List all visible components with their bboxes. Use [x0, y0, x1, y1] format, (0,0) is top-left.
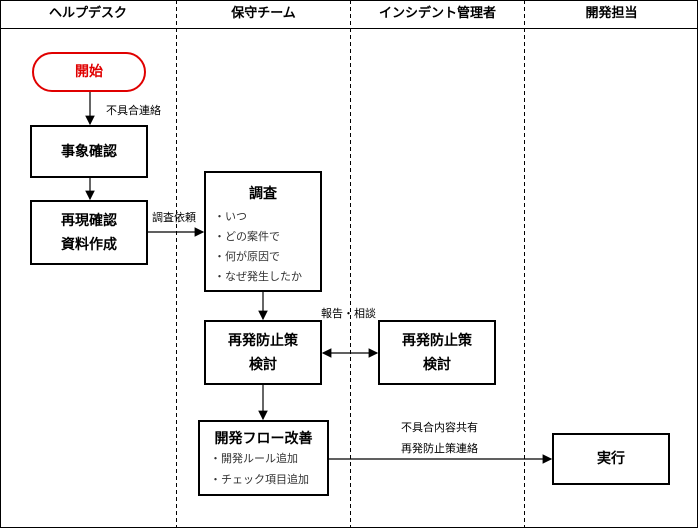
start-node: 開始 — [32, 52, 146, 92]
improve-item: ・チェック項目追加 — [210, 473, 309, 486]
investigate-item: ・なぜ発生したか — [214, 270, 302, 283]
event-check-label: 事象確認 — [61, 143, 117, 160]
improve-item: ・開発ルール追加 — [210, 452, 298, 465]
label-investigation-request: 調査依頼 — [152, 211, 196, 224]
lane-header-maintenance-team: 保守チーム — [231, 6, 296, 21]
label-defect-contact: 不具合連絡 — [106, 104, 161, 117]
improve-flow-box: 開発フロー改善 ・開発ルール追加 ・チェック項目追加 — [198, 420, 329, 496]
investigate-item: ・何が原因で — [214, 250, 280, 263]
investigate-items: ・いつ ・どの案件で ・何が原因で ・なぜ発生したか — [214, 207, 320, 287]
investigate-item: ・どの案件で — [214, 230, 280, 243]
manager-label-line2: 検討 — [423, 356, 451, 373]
prevention-box-maintenance: 再発防止策 検討 — [204, 320, 322, 385]
prevention-label-line1: 再発防止策 — [228, 332, 298, 349]
reproduce-label-line1: 再現確認 — [61, 212, 117, 229]
execute-box: 実行 — [552, 433, 670, 485]
improve-items: ・開発ルール追加 ・チェック項目追加 — [210, 448, 327, 490]
label-prevention-contact: 再発防止策連絡 — [401, 442, 478, 455]
reproduce-box: 再現確認 資料作成 — [30, 200, 148, 265]
investigate-title: 調査 — [249, 186, 277, 202]
prevention-label-line2: 検討 — [249, 356, 277, 373]
lane-header-incident-manager: インシデント管理者 — [378, 6, 496, 21]
execute-label: 実行 — [597, 451, 625, 467]
label-share-defect: 不具合内容共有 — [401, 421, 478, 434]
lane-header-developer: 開発担当 — [585, 6, 638, 21]
investigate-item: ・いつ — [214, 210, 247, 223]
prevention-box-manager: 再発防止策 検討 — [378, 320, 496, 385]
reproduce-label-line2: 資料作成 — [61, 236, 117, 253]
investigate-box: 調査 ・いつ ・どの案件で ・何が原因で ・なぜ発生したか — [204, 171, 322, 292]
label-report-consult: 報告・相談 — [321, 307, 376, 320]
improve-title: 開発フロー改善 — [214, 431, 313, 447]
lane-header-helpdesk: ヘルプデスク — [48, 6, 127, 21]
event-check-box: 事象確認 — [30, 125, 148, 178]
manager-label-line1: 再発防止策 — [402, 332, 472, 349]
